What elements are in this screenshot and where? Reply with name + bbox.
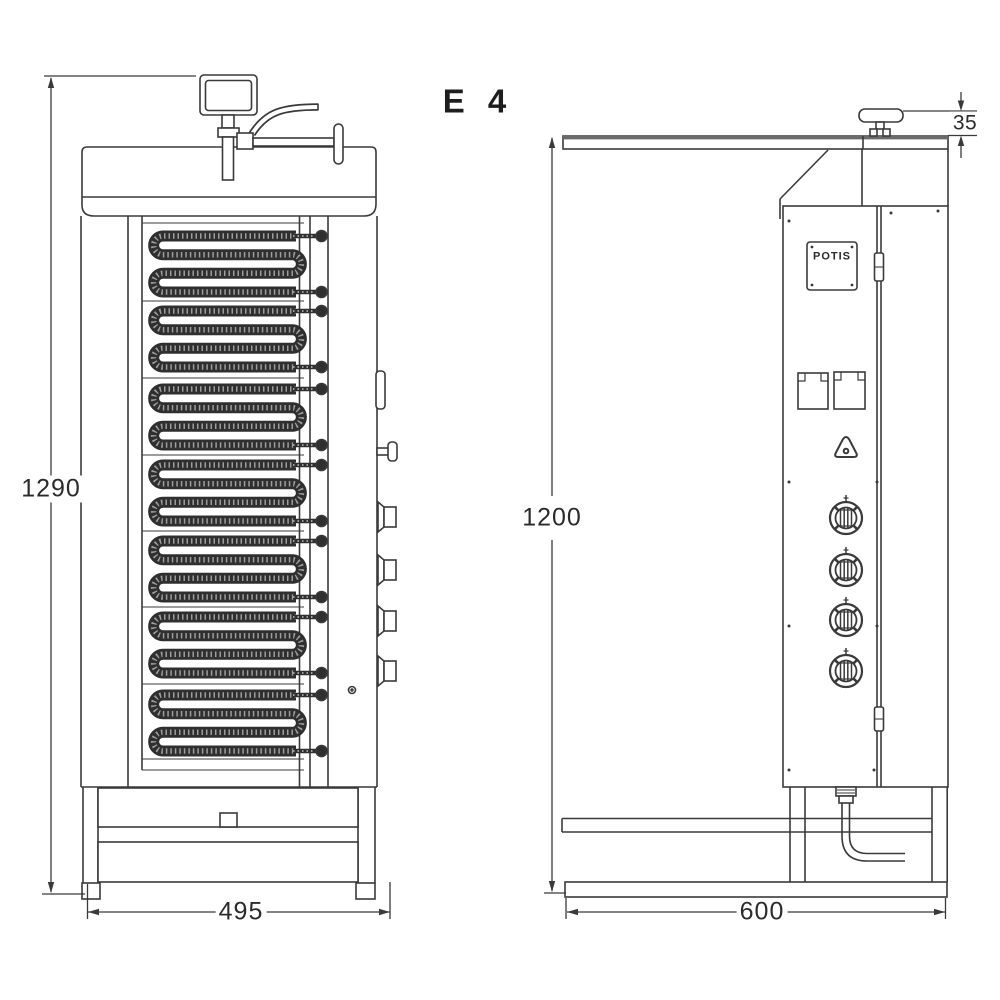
knob-profile <box>377 553 397 587</box>
heating-element <box>148 458 328 528</box>
element-terminal-bolt <box>315 438 328 452</box>
element-terminal-bolt <box>315 382 328 396</box>
heating-element <box>148 534 328 604</box>
control-knob <box>828 547 864 588</box>
door-hinge-bottom <box>873 706 885 732</box>
front-base <box>81 787 376 900</box>
power-cable <box>835 786 905 862</box>
element-terminal-bolt <box>315 229 328 243</box>
side-control-knobs <box>828 495 864 689</box>
dimension-side-height: 1200 <box>519 504 585 532</box>
left-foot <box>81 882 101 900</box>
heating-element <box>148 229 328 299</box>
dim-front-height <box>42 75 196 895</box>
side-base <box>561 787 949 898</box>
heating-element <box>148 610 328 680</box>
heating-element <box>148 688 328 758</box>
arm-handle <box>333 123 344 165</box>
side-bracket <box>375 370 386 410</box>
door-hinge-top <box>873 252 885 282</box>
front-body-frame <box>80 216 378 788</box>
dimension-front-width: 495 <box>215 898 267 926</box>
panel-screws <box>787 209 940 772</box>
pilot-stub <box>376 441 398 462</box>
indicator-light <box>834 436 858 458</box>
dimension-front-height: 1290 <box>18 475 84 503</box>
element-terminal-bolt <box>315 610 328 624</box>
shelf-plate <box>562 135 949 150</box>
dimension-side-depth: 600 <box>736 898 788 926</box>
element-terminal-bolt <box>315 744 328 758</box>
knob-profile <box>377 604 397 638</box>
brand-plate <box>806 241 858 291</box>
front-right-fixtures <box>347 370 398 695</box>
element-terminal-bolt <box>315 534 328 548</box>
skewer-arm <box>252 137 335 147</box>
element-terminal-bolt <box>315 285 328 299</box>
dim-side-height <box>544 137 566 894</box>
element-terminal-bolt <box>315 590 328 604</box>
drawing-title: E 4 <box>442 82 514 120</box>
side-cabinet-body <box>782 205 949 788</box>
knob-profile <box>377 500 397 534</box>
heating-elements <box>148 229 328 758</box>
spit-shaft <box>221 136 235 181</box>
knob-profile <box>377 654 397 688</box>
element-terminal-bolt <box>315 514 328 528</box>
element-terminal-bolt <box>315 304 328 318</box>
side-view <box>561 108 949 898</box>
lift-handle <box>858 108 904 137</box>
base-rail <box>564 881 948 898</box>
base-crossbar <box>97 841 359 883</box>
control-knob <box>828 648 864 689</box>
element-terminal-bolt <box>315 458 328 472</box>
tray-handle <box>219 812 238 828</box>
spit-motor-assembly <box>199 74 344 181</box>
front-view <box>80 74 398 900</box>
control-knob <box>828 495 864 536</box>
right-foot <box>355 882 376 900</box>
switch-boxes <box>797 371 866 410</box>
element-terminal-bolt <box>315 688 328 702</box>
dimension-handle-offset: 35 <box>949 111 981 135</box>
dim-handle-offset <box>903 92 977 158</box>
front-top-cap <box>81 146 377 217</box>
element-terminal-bolt <box>315 666 328 680</box>
reflector-seam-lines <box>142 222 304 771</box>
brand-label: POTIS <box>812 250 852 263</box>
control-knob <box>828 597 864 638</box>
heating-element <box>148 304 328 374</box>
panel-screw <box>347 685 357 695</box>
element-terminal-bolt <box>315 360 328 374</box>
side-hood <box>779 136 949 219</box>
heating-element <box>148 382 328 452</box>
front-knob-profiles <box>377 500 397 688</box>
